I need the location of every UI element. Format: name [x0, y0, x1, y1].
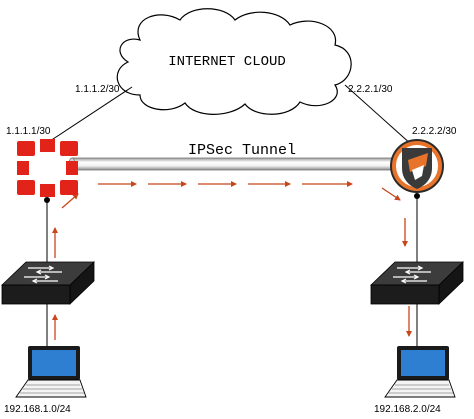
right-switch: [370, 261, 464, 305]
laptop-icon: [15, 346, 87, 398]
internet-cloud: INTERNET CLOUD: [116, 8, 352, 115]
right-firewall: [390, 139, 444, 199]
right-cloud-ip-label: 2.2.2.1/30: [348, 84, 393, 95]
wan-link-right: [344, 84, 413, 146]
left-host: [15, 346, 87, 398]
left-cloud-ip-label: 1.1.1.2/30: [75, 84, 120, 95]
wan-link-left: [46, 86, 133, 144]
left-lan-label: 192.168.1.0/24: [4, 404, 71, 415]
right-lan-label: 192.168.2.0/24: [374, 404, 441, 415]
flow-arrow: [381, 187, 401, 201]
cloud-label: INTERNET CLOUD: [168, 54, 286, 70]
network-switch-icon: [370, 261, 464, 305]
ipsec-tunnel: [68, 157, 398, 171]
flow-arrow: [61, 193, 79, 209]
left-firewall: [17, 139, 78, 203]
traffic-flow: [52, 181, 412, 340]
fortinet-logo-icon: [17, 139, 78, 197]
right-host: [384, 346, 456, 398]
sophos-shield-icon: [390, 139, 444, 193]
laptop-icon: [384, 346, 456, 398]
left-switch: [1, 261, 95, 305]
network-switch-icon: [1, 261, 95, 305]
right-firewall-ip-label: 2.2.2.2/30: [412, 126, 457, 137]
left-firewall-ip-label: 1.1.1.1/30: [6, 126, 51, 137]
ipsec-tunnel-label: IPSec Tunnel: [188, 142, 296, 159]
